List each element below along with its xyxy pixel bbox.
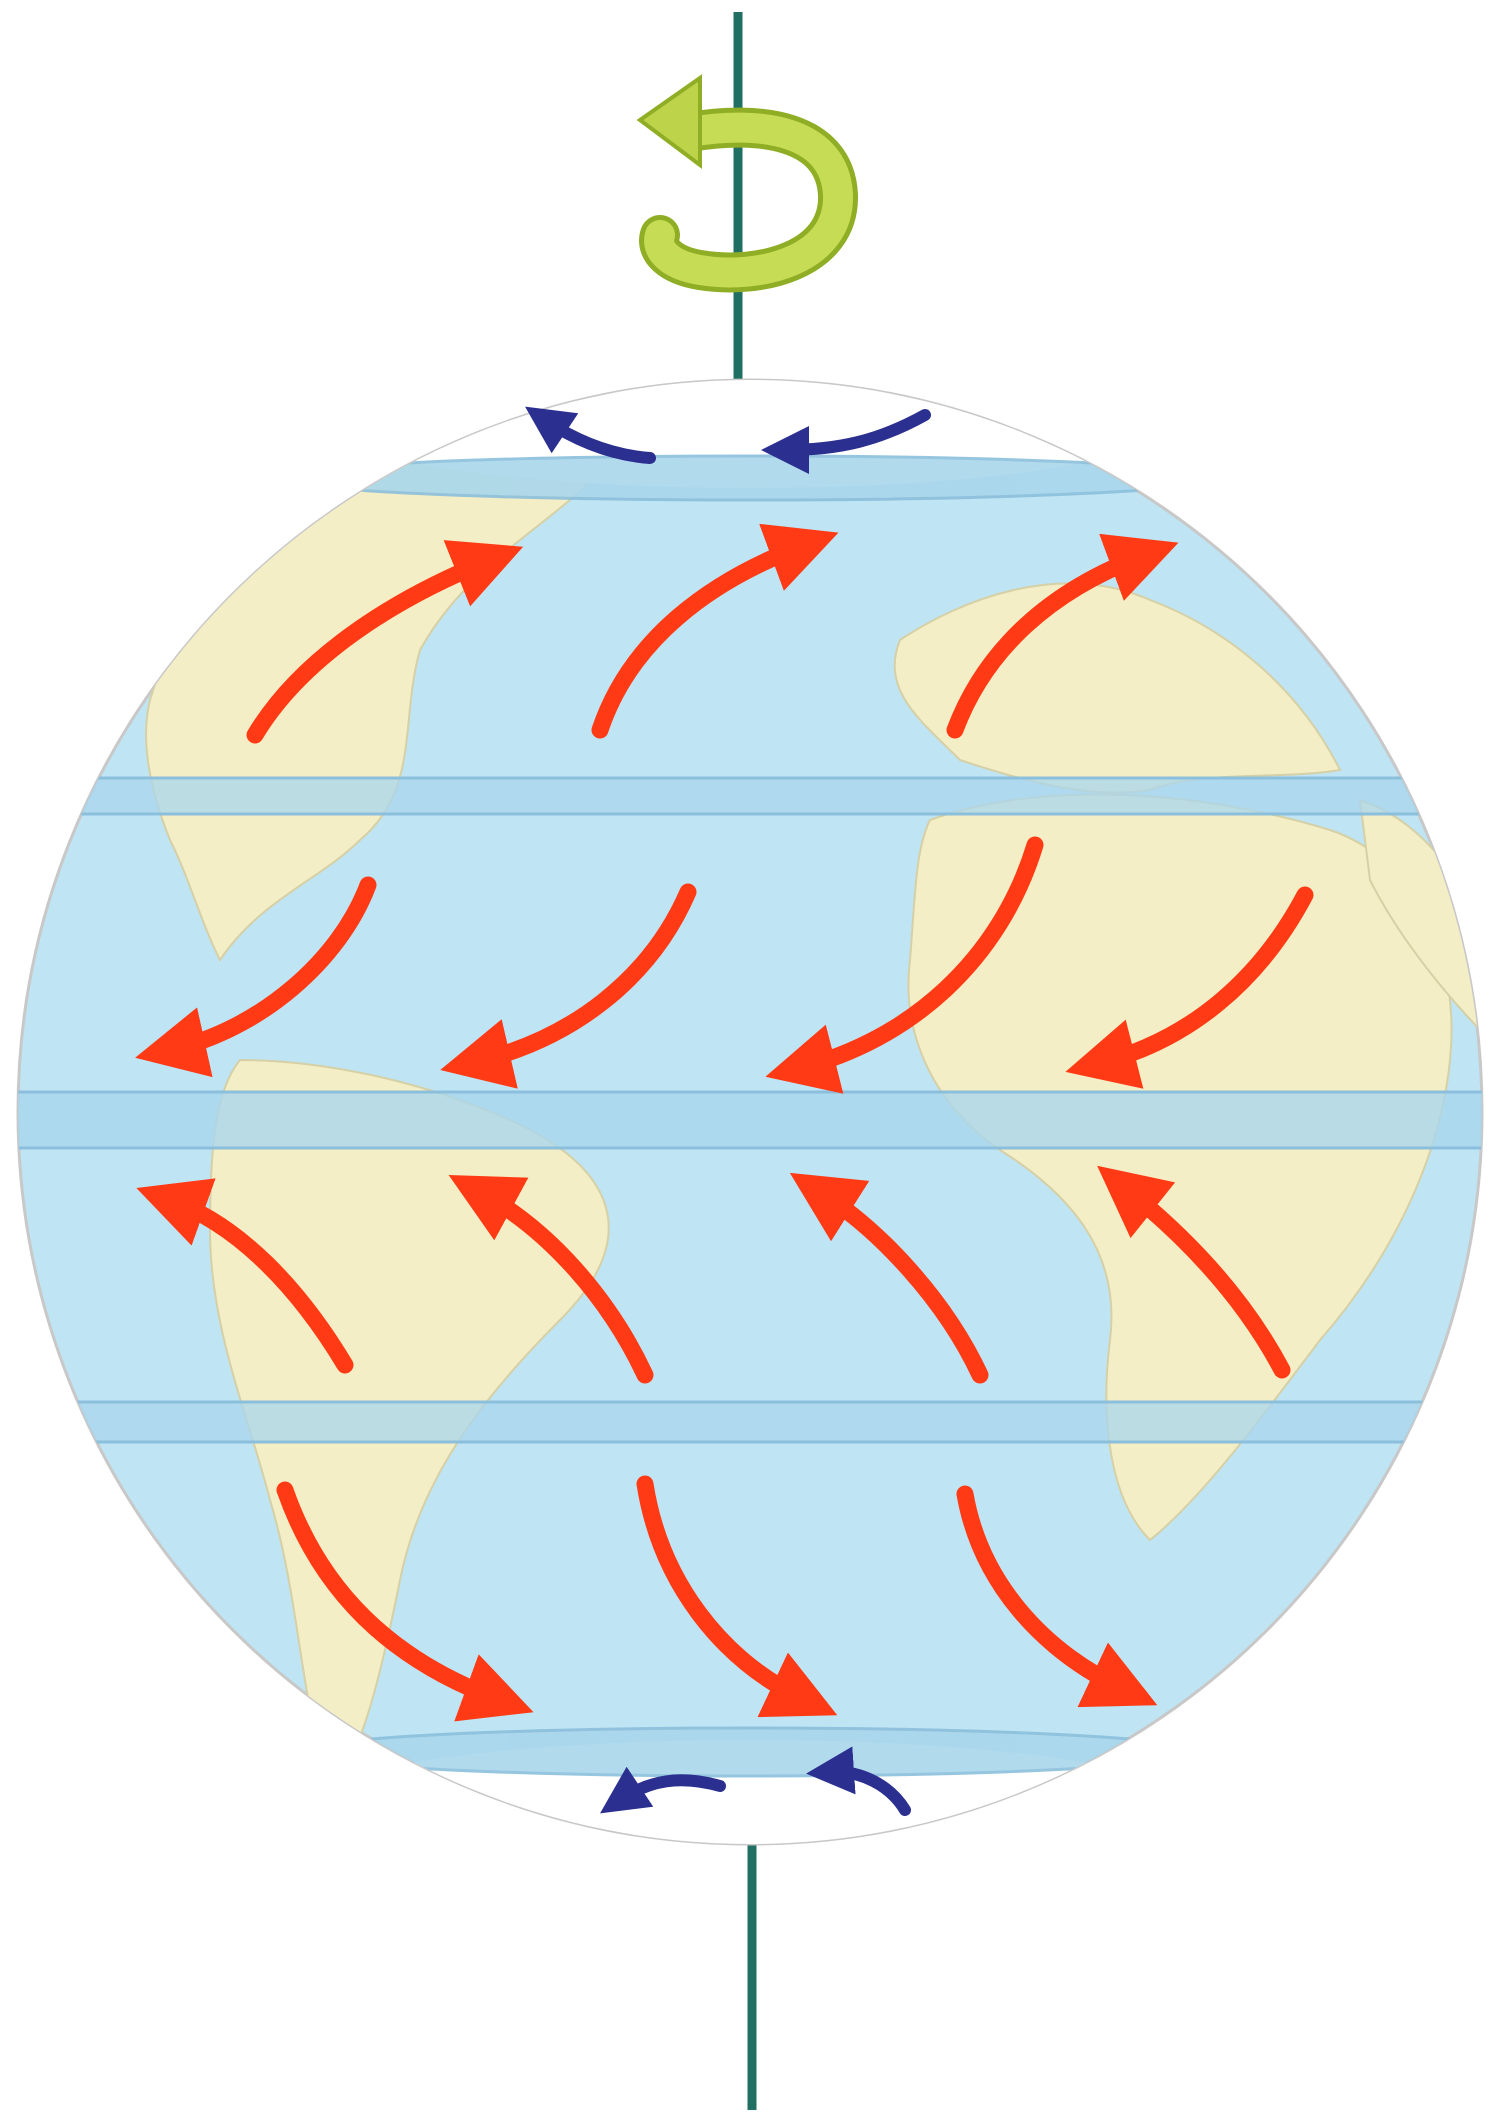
band-equator xyxy=(0,1092,1498,1148)
band-30n xyxy=(0,778,1498,814)
band-60s xyxy=(300,1728,1200,1776)
band-30s xyxy=(0,1402,1498,1442)
band-60n xyxy=(280,456,1220,500)
